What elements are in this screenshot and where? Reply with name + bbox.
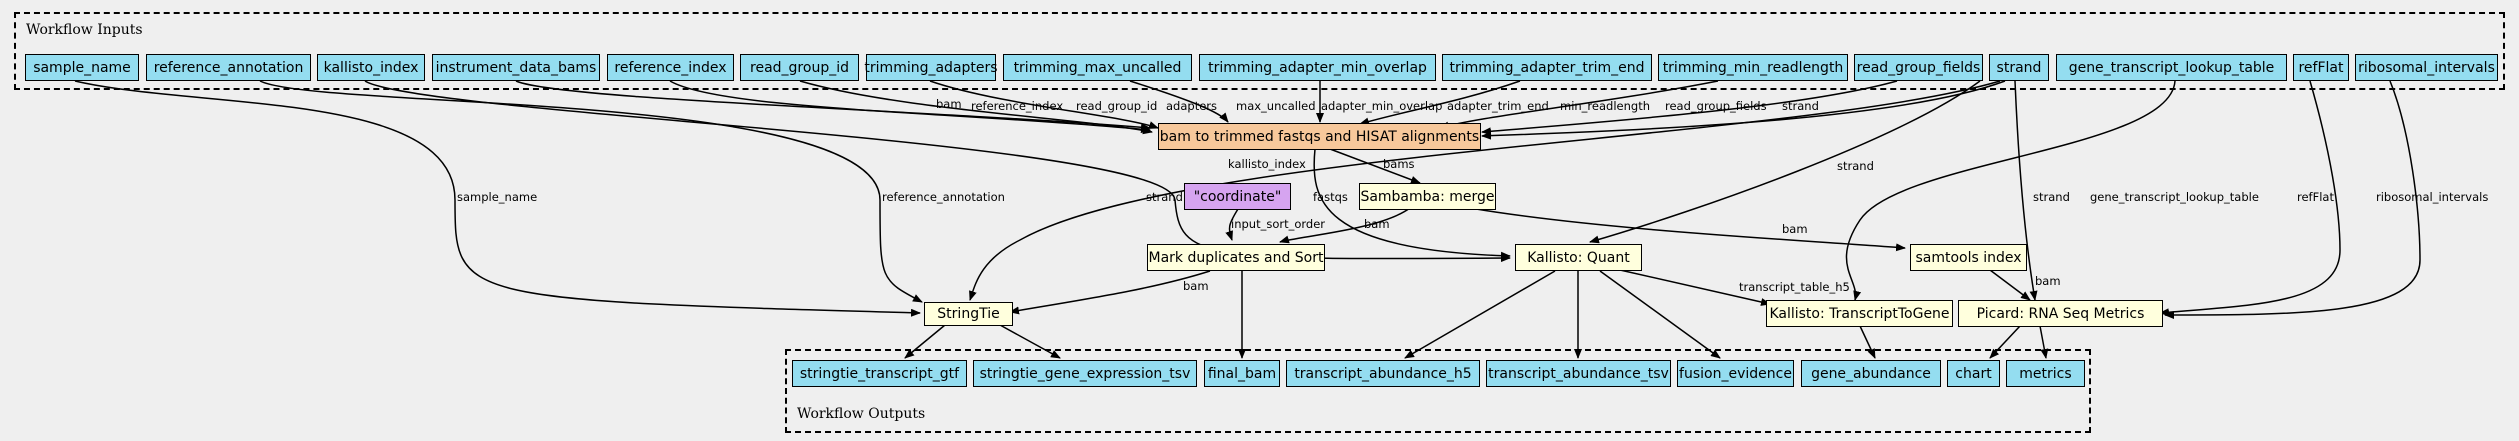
step-sambamba-merge[interactable]: Sambamba: merge <box>1359 183 1496 210</box>
workflow-outputs-cluster: Workflow Outputs <box>785 349 2091 433</box>
edge-label-read-group-fields: read_group_fields <box>1665 99 1767 113</box>
edge-label-adapter-min-overlap: adapter_min_overlap <box>1321 99 1443 113</box>
edge-out-fusion <box>1599 270 1721 359</box>
edge-read-group-fields <box>1481 80 1898 136</box>
input-read-group-fields[interactable]: read_group_fields <box>1854 54 1983 81</box>
edge-out-stringtie-tsv <box>999 324 1061 359</box>
edge-label-sample-name: sample_name <box>457 190 538 204</box>
input-ribosomal-intervals[interactable]: ribosomal_intervals <box>2355 54 2498 81</box>
edge-label-input-sort-order: input_sort_order <box>1231 217 1326 231</box>
edge-label-strand-kallisto: strand <box>1837 159 1874 173</box>
input-sample-name[interactable]: sample_name <box>25 54 139 81</box>
output-fusion-evidence[interactable]: fusion_evidence <box>1677 360 1794 387</box>
step-picard-rnaseq-metrics[interactable]: Picard: RNA Seq Metrics <box>1958 300 2163 327</box>
edge-label-min-readlength: min_readlength <box>1560 99 1650 113</box>
step-stringtie[interactable]: StringTie <box>924 302 1013 326</box>
output-final-bam[interactable]: final_bam <box>1204 360 1280 387</box>
input-instrument-data-bams[interactable]: instrument_data_bams <box>432 54 600 81</box>
workflow-outputs-label: Workflow Outputs <box>797 406 926 422</box>
edge-out-stringtie-gtf <box>904 324 946 359</box>
edge-label-bams: bams <box>1383 157 1415 171</box>
output-transcript-abundance-tsv[interactable]: transcript_abundance_tsv <box>1486 360 1671 387</box>
edge-bams <box>1329 148 1421 184</box>
workflow-inputs-cluster: Workflow Inputs <box>14 12 2505 90</box>
edge-label-adapter-trim-end: adapter_trim_end <box>1447 99 1549 113</box>
edge-label-reference-annotation: reference_annotation <box>882 190 1005 204</box>
input-strand[interactable]: strand <box>1989 54 2049 81</box>
edge-label-fastqs: fastqs <box>1313 190 1348 204</box>
edge-refflat <box>2159 80 2341 317</box>
edge-label-max-uncalled: max_uncalled <box>1236 99 1316 113</box>
edge-label-bam-samtools: bam <box>1782 222 1808 236</box>
edge-transcript-table-h5 <box>1619 269 1771 306</box>
output-transcript-abundance-h5[interactable]: transcript_abundance_h5 <box>1286 360 1480 387</box>
output-gene-abundance[interactable]: gene_abundance <box>1801 360 1941 387</box>
edge-bam-merge <box>1279 207 1411 244</box>
output-stringtie-gene-expression-tsv[interactable]: stringtie_gene_expression_tsv <box>973 360 1197 387</box>
edge-out-gene-abundance <box>1859 325 1876 359</box>
input-trimming-adapters[interactable]: trimming_adapters <box>864 54 998 81</box>
edge-gene-transcript-lookup <box>1845 80 2176 301</box>
edge-sample-name <box>74 80 921 317</box>
edge-label-strand-stringtie: strand <box>1146 190 1183 204</box>
input-gene-transcript-lookup-table[interactable]: gene_transcript_lookup_table <box>2056 54 2287 81</box>
step-mark-duplicates-and-sort[interactable]: Mark duplicates and Sort <box>1147 244 1325 271</box>
edge-label-ribosomal-intervals: ribosomal_intervals <box>2376 190 2489 204</box>
edge-reference-annotation <box>259 80 923 303</box>
input-trimming-max-uncalled[interactable]: trimming_max_uncalled <box>1003 54 1192 81</box>
input-reference-index[interactable]: reference_index <box>607 54 734 81</box>
edge-strand-kallisto <box>1589 80 1981 244</box>
edge-label-strand-picard: strand <box>2033 190 2070 204</box>
edge-bam-picard <box>1989 269 2031 301</box>
edge-label-reference-index: reference_index <box>971 99 1064 113</box>
output-stringtie-transcript-gtf[interactable]: stringtie_transcript_gtf <box>792 360 967 387</box>
edge-strand-top <box>1481 80 2006 140</box>
edge-out-metrics <box>2039 325 2049 359</box>
edge-label-strand-top: strand <box>1782 99 1819 113</box>
edge-label-adapters: adapters <box>1166 99 1217 113</box>
edge-label-kallisto-index: kallisto_index <box>1228 157 1306 171</box>
edge-strand-picard <box>2014 80 2038 301</box>
step-samtools-index[interactable]: samtools index <box>1910 244 2027 271</box>
input-kallisto-index[interactable]: kallisto_index <box>317 54 425 81</box>
output-chart[interactable]: chart <box>1947 360 2000 387</box>
input-reference-annotation[interactable]: reference_annotation <box>146 54 311 81</box>
edge-reference-index <box>669 80 1151 134</box>
output-metrics[interactable]: metrics <box>2006 360 2085 387</box>
edge-fastqs <box>1313 148 1511 260</box>
edge-ribosomal-intervals <box>2164 80 2421 319</box>
edge-out-transcript-h5 <box>1404 270 1556 359</box>
edge-read-group-id <box>799 80 1153 135</box>
input-refflat[interactable]: refFlat <box>2293 54 2349 81</box>
edge-label-gene-transcript-lookup-table: gene_transcript_lookup_table <box>2090 190 2259 204</box>
edge-trimming-max-uncalled <box>1129 80 1229 123</box>
edge-label-refflat: refFlat <box>2297 190 2334 204</box>
input-trimming-min-readlength[interactable]: trimming_min_readlength <box>1658 54 1848 81</box>
edge-label-bam: bam <box>936 97 962 111</box>
workflow-inputs-label: Workflow Inputs <box>26 22 143 38</box>
input-trimming-adapter-trim-end[interactable]: trimming_adapter_trim_end <box>1442 54 1652 81</box>
edge-out-chart <box>1989 325 2021 359</box>
edge-label-bam-picard: bam <box>2035 274 2061 288</box>
param-coordinate[interactable]: "coordinate" <box>1184 183 1291 210</box>
edge-strand-stringtie <box>969 80 2001 301</box>
input-trimming-adapter-min-overlap[interactable]: trimming_adapter_min_overlap <box>1199 54 1436 81</box>
edge-bam-samtools <box>1469 207 1906 252</box>
edge-label-bam-merge: bam <box>1364 217 1390 231</box>
input-read-group-id[interactable]: read_group_id <box>740 54 859 81</box>
step-kallisto-quant[interactable]: Kallisto: Quant <box>1515 244 1642 271</box>
edge-label-read-group-id: read_group_id <box>1076 99 1158 113</box>
step-kallisto-transcript-to-gene[interactable]: Kallisto: TranscriptToGene <box>1766 300 1953 327</box>
step-bam-to-trimmed-fastqs-hisat[interactable]: bam to trimmed fastqs and HISAT alignmen… <box>1158 123 1481 150</box>
edge-bam-stringtie <box>1009 270 1211 315</box>
edge-label-transcript-table-h5: transcript_table_h5 <box>1739 280 1850 294</box>
edge-label-bam-stringtie: bam <box>1183 279 1209 293</box>
edge-input-sort-order <box>1225 208 1239 241</box>
edge-trimming-adapter-trim-end <box>1359 80 1521 126</box>
